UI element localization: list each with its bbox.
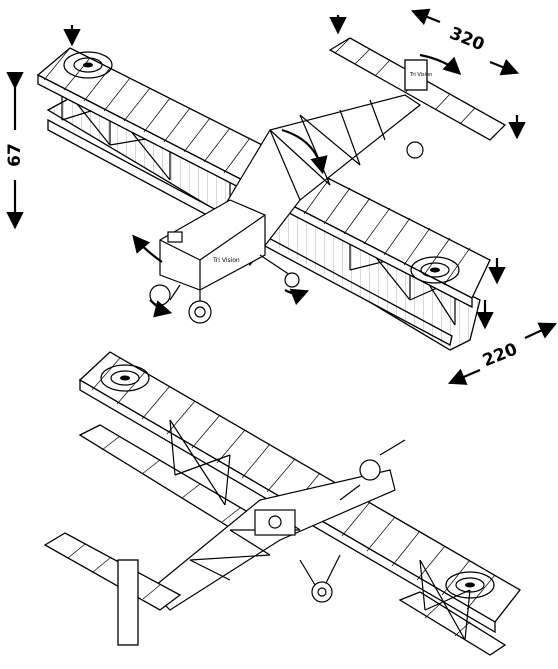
fuselage-rear-view <box>149 439 406 611</box>
rudder <box>117 559 139 646</box>
movement-arrows <box>63 15 526 330</box>
lower-wing-rear-view <box>78 424 507 656</box>
wing-struts-rear-view <box>169 419 471 641</box>
upper-biplane-view: Tri Vision Tri Vision <box>5 8 557 385</box>
propeller-hub <box>359 459 381 481</box>
fuselage-logo: Tri Vision <box>212 257 240 264</box>
tail-wheel <box>406 141 424 159</box>
roundel-right-lower <box>445 571 495 599</box>
tailplane-rear-view <box>43 532 182 646</box>
roundel-right-upper <box>410 256 460 284</box>
roundel-left-upper <box>63 51 113 79</box>
rear-wheel <box>284 272 300 288</box>
tail-fin <box>404 59 428 91</box>
dimension-span: 320 <box>410 8 520 76</box>
fuselage-top-view <box>224 94 422 267</box>
dimension-height: 67 <box>5 71 25 230</box>
lower-biplane-view <box>43 351 521 656</box>
dimension-span-label: 320 <box>447 23 488 55</box>
front-wheel-right <box>188 300 212 324</box>
roundel-left-lower <box>100 364 150 392</box>
rear-view-wheel <box>311 581 333 603</box>
tailplane-top-view: Tri Vision <box>328 37 507 159</box>
engine-block <box>254 509 296 536</box>
landing-gear-rear-view <box>299 554 341 603</box>
dimension-height-label: 67 <box>5 143 25 167</box>
dimension-length-label: 220 <box>480 339 521 371</box>
dimension-length: 220 <box>447 322 557 385</box>
tail-logo: Tri Vision <box>409 72 432 78</box>
cockpit-top-view: Tri Vision <box>159 199 266 291</box>
